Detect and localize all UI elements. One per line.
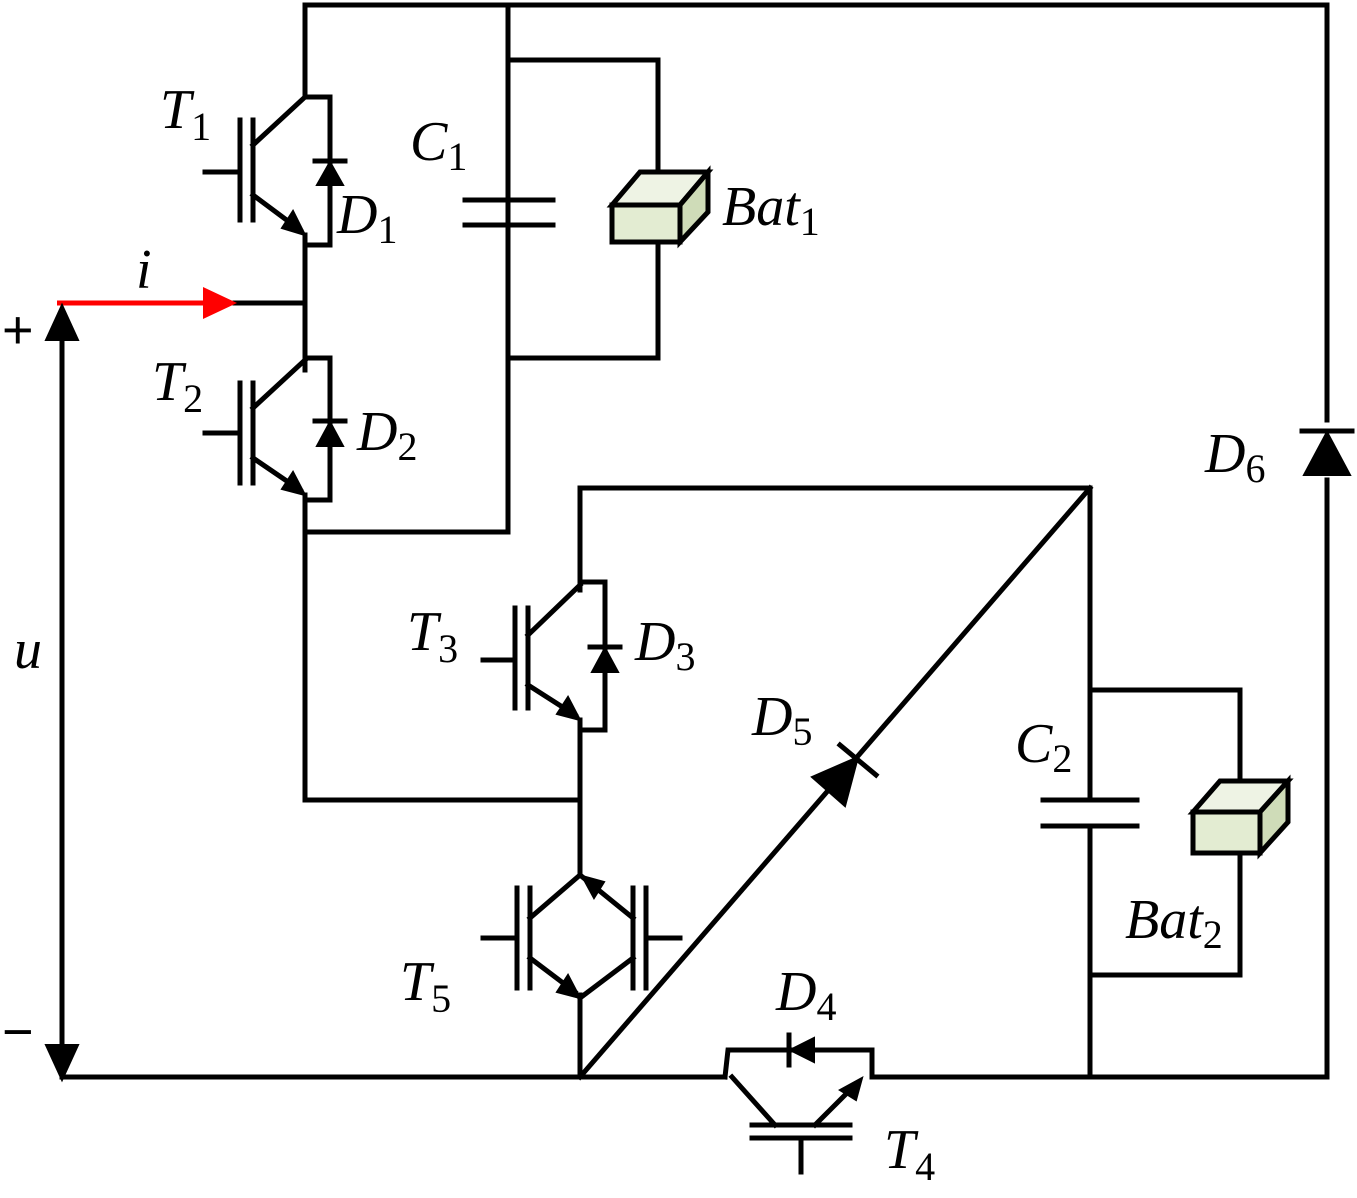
label-bat1: Bat1 [722,176,820,244]
label-d3: D3 [634,611,695,679]
transistor-t4 [722,1047,875,1175]
transistor-t5 [480,871,683,1002]
diode-d3 [587,644,623,673]
current-arrow [57,287,237,319]
label-u: u [14,619,42,681]
label-c2: C2 [1015,713,1072,781]
diode-d2 [312,418,348,447]
label-t4: T4 [884,1119,935,1189]
label-t5: T5 [400,951,451,1021]
minus-sign: − [2,1002,34,1062]
label-d5: D5 [751,686,812,754]
plus-sign: + [2,300,34,360]
battery-bat2 [1187,774,1294,860]
label-t2: T2 [152,351,203,421]
label-t1: T1 [160,79,211,149]
capacitor-c1 [462,57,556,228]
label-bat2: Bat2 [1125,889,1223,957]
transistor-t3 [480,579,608,733]
transistor-t1 [202,77,333,248]
wires [59,2,1330,1081]
label-d2: D2 [356,401,417,469]
label-d6: D6 [1204,423,1265,491]
label-i: i [136,239,152,301]
transistor-t2 [202,355,333,503]
label-d1: D1 [336,184,397,252]
label-c1: C1 [410,111,467,179]
diode-d6 [1299,428,1355,476]
battery-bat1 [606,165,714,249]
diode-d5 [810,741,880,808]
voltage-arrow [44,302,80,1083]
capacitor-c2 [1040,797,1140,829]
diode-d4 [786,1032,815,1068]
label-d4: D4 [775,961,836,1029]
label-t3: T3 [407,601,458,671]
diode-d1 [312,158,348,186]
